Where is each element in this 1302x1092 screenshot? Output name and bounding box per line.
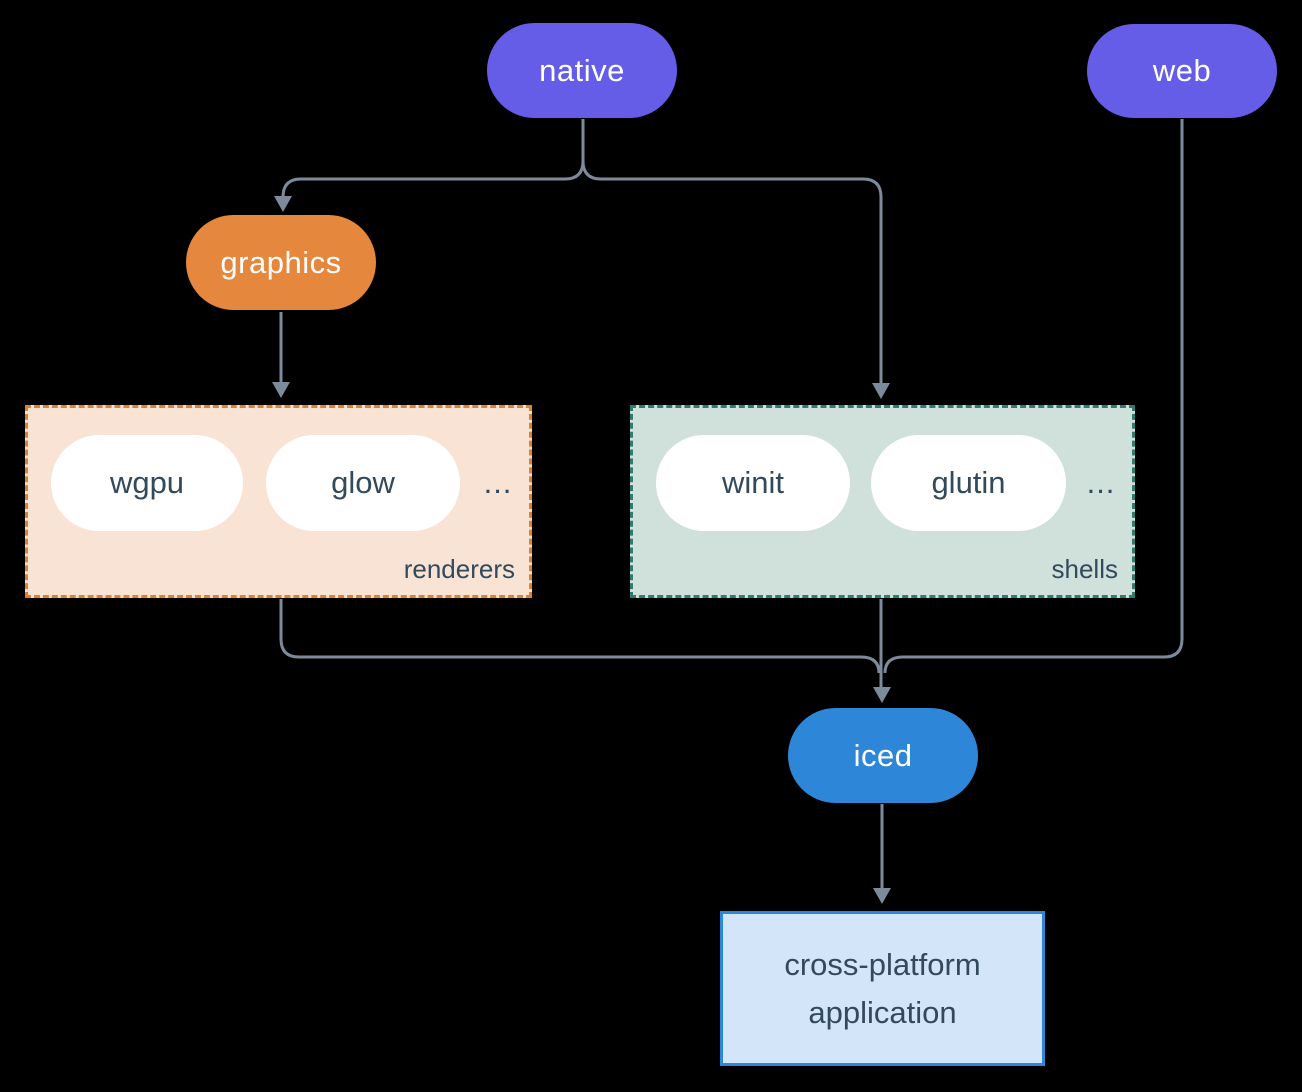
shells-group-label: shells <box>1051 554 1118 584</box>
shells-ellipsis: ... <box>1086 465 1116 500</box>
node-iced: iced <box>788 708 978 803</box>
arrowhead-application <box>873 888 891 904</box>
arrowhead-graphics <box>274 196 292 212</box>
node-application: cross-platform application <box>720 911 1045 1066</box>
node-iced-label: iced <box>853 737 913 773</box>
node-web: web <box>1087 24 1277 118</box>
edge-native-to-shells <box>581 160 883 384</box>
node-application-label: cross-platform application <box>784 941 980 1037</box>
renderers-group-label: renderers <box>403 554 515 584</box>
group-renderers: wgpu glow ... renderers <box>25 405 532 598</box>
node-glow: glow <box>266 435 460 531</box>
node-web-label: web <box>1152 53 1212 88</box>
application-label-line1: cross-platform <box>784 946 981 982</box>
edge-native-to-graphics <box>281 160 585 198</box>
node-graphics-label: graphics <box>220 244 342 280</box>
node-wgpu-label: wgpu <box>109 465 185 500</box>
node-native: native <box>487 23 677 118</box>
renderers-ellipsis: ... <box>483 465 513 500</box>
application-label-line2: application <box>808 994 957 1030</box>
node-winit-label: winit <box>721 465 784 500</box>
arrowhead-renderers <box>272 382 290 398</box>
group-shells: winit glutin ... shells <box>630 405 1135 598</box>
node-native-label: native <box>539 52 625 88</box>
arrowhead-shells <box>872 383 890 399</box>
node-glutin: glutin <box>871 435 1066 531</box>
node-glow-label: glow <box>331 465 395 500</box>
edge-renderers-to-iced <box>279 599 881 674</box>
node-glutin-label: glutin <box>931 465 1006 500</box>
node-winit: winit <box>656 435 850 531</box>
node-graphics: graphics <box>186 215 376 310</box>
node-wgpu: wgpu <box>51 435 243 531</box>
arrowhead-iced <box>873 687 891 703</box>
